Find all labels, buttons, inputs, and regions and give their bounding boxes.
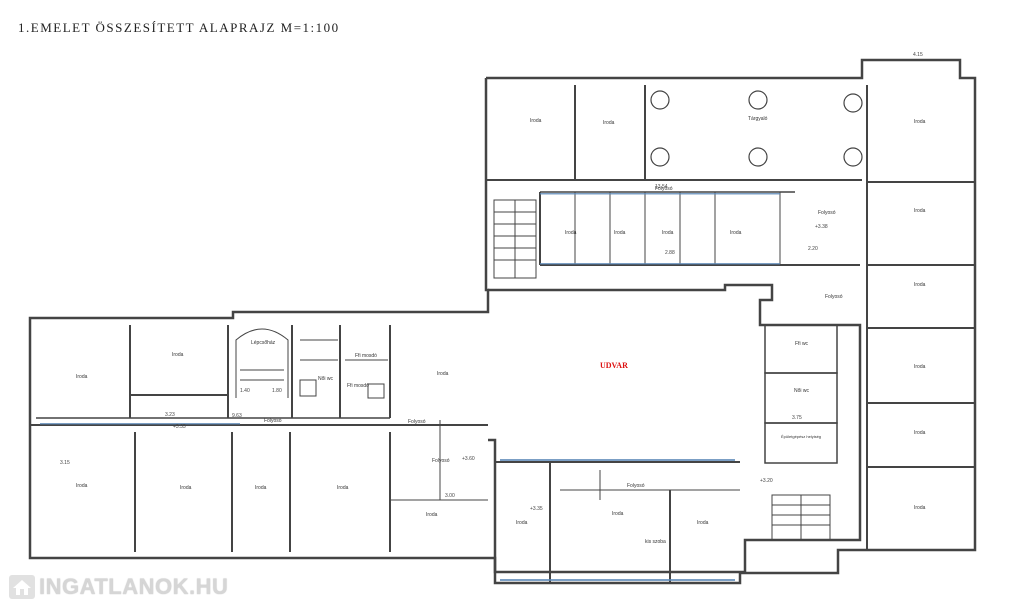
room-folyoso-left2: Folyosó	[408, 419, 426, 425]
room-iroda-5: Iroda	[662, 230, 674, 236]
level-1: +3.35	[173, 424, 186, 430]
room-noi-wc-right: Női wc	[794, 388, 810, 394]
room-iroda-r3: Iroda	[914, 282, 926, 288]
room-ffi-mosdo-1: Ffi mosdó	[355, 353, 377, 359]
room-iroda-l6: Iroda	[255, 485, 267, 491]
room-iroda-r6: Iroda	[914, 505, 926, 511]
level-3: +3.38	[815, 224, 828, 230]
room-folyoso-left: Folyosó	[264, 418, 282, 424]
room-folyoso-right: Folyosó	[818, 210, 836, 216]
dim-323: 3.23	[165, 412, 175, 418]
room-iroda-r2: Iroda	[914, 208, 926, 214]
room-targyalo: Tárgyaló	[748, 116, 768, 122]
room-iroda-b2: Iroda	[612, 511, 624, 517]
room-iroda-l1: Iroda	[76, 374, 88, 380]
courtyard-label: UDVAR	[600, 361, 628, 370]
room-kis-szoba: kis szoba	[645, 539, 666, 545]
room-iroda-1: Iroda	[530, 118, 542, 124]
dim-288: 2.88	[665, 250, 675, 256]
room-iroda-4: Iroda	[614, 230, 626, 236]
dim-300: 3.00	[445, 493, 455, 499]
room-iroda-2: Iroda	[603, 120, 615, 126]
dim-415: 4.15	[913, 52, 923, 58]
dim-180: 1.80	[272, 388, 282, 394]
room-ffi-wc: Ffi wc	[795, 341, 809, 347]
outer-wall	[28, 58, 977, 585]
room-iroda-r4: Iroda	[914, 364, 926, 370]
room-iroda-l3: Iroda	[437, 371, 449, 377]
level-5: +3.20	[760, 478, 773, 484]
room-folyoso-bottom: Folyosó	[627, 483, 645, 489]
room-noi-wc: Női wc	[318, 376, 334, 382]
room-epuletgepesz: Épületgépész helyiség	[781, 434, 821, 439]
room-ffi-mosdo-2: Ffi mosdó	[347, 383, 369, 389]
room-folyoso-left3: Folyosó	[432, 458, 450, 464]
room-iroda-b1: Iroda	[516, 520, 528, 526]
room-iroda-r1: Iroda	[914, 119, 926, 125]
drawing-title: 1.EMELET ÖSSZESÍTETT ALAPRAJZ M=1:100	[18, 20, 340, 35]
courtyard-wall	[488, 283, 862, 574]
room-iroda-6: Iroda	[730, 230, 742, 236]
logo-text: INGATLANOK.HU	[39, 574, 229, 599]
ingatlanok-logo: INGATLANOK.HU	[8, 573, 228, 601]
level-4: +3.60	[462, 456, 475, 462]
dim-963: 9.63	[232, 413, 242, 419]
dim-220: 2.20	[808, 246, 818, 252]
room-iroda-l8: Iroda	[426, 512, 438, 518]
dim-315: 3.15	[60, 460, 70, 466]
dim-1354: 13.54	[655, 184, 668, 190]
room-folyoso-corner: Folyosó	[825, 294, 843, 300]
room-iroda-l5: Iroda	[180, 485, 192, 491]
level-2: +3.35	[530, 506, 543, 512]
room-iroda-3: Iroda	[565, 230, 577, 236]
room-lepcsohaz: Lépcsőház	[251, 340, 276, 346]
room-folyoso-top: Folyosó	[655, 186, 673, 192]
room-iroda-l2: Iroda	[172, 352, 184, 358]
room-iroda-b3: Iroda	[697, 520, 709, 526]
room-iroda-r5: Iroda	[914, 430, 926, 436]
dim-140: 1.40	[240, 388, 250, 394]
room-iroda-l4: Iroda	[76, 483, 88, 489]
house-icon	[9, 575, 35, 599]
room-iroda-l7: Iroda	[337, 485, 349, 491]
dim-375: 3.75	[792, 415, 802, 421]
